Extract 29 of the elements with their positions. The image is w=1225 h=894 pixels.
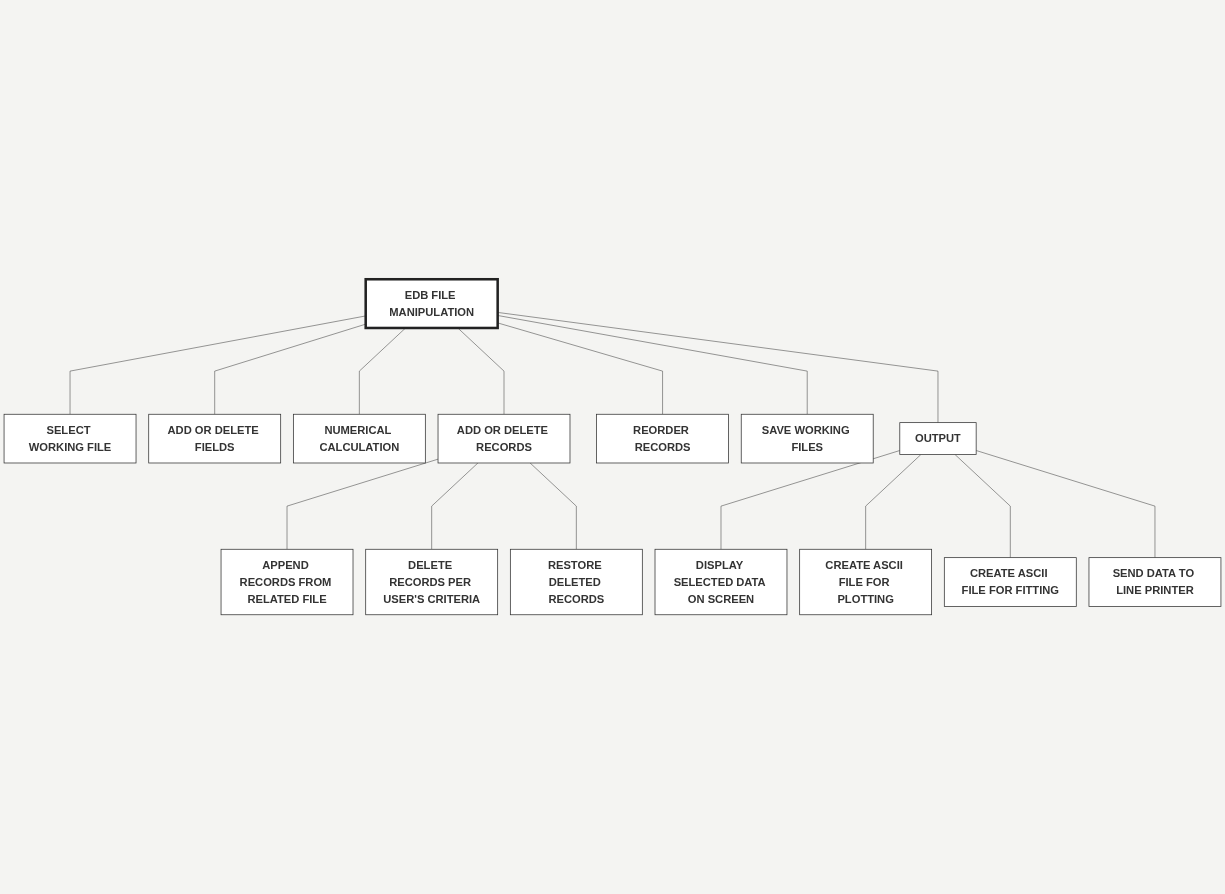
node-box: SEND DATA TO LINE PRINTER bbox=[1088, 557, 1222, 607]
node-box: EDB FILE MANIPULATION bbox=[364, 278, 499, 330]
node-box: NUMERICAL CALCULATION bbox=[293, 413, 426, 464]
node-box: OUTPUT bbox=[899, 422, 977, 455]
node-box: CREATE ASCII FILE FOR PLOTTING bbox=[799, 548, 932, 616]
connector bbox=[865, 454, 922, 550]
node-box: SAVE WORKING FILES bbox=[740, 413, 874, 464]
node-box: ADD OR DELETE RECORDS bbox=[437, 413, 571, 464]
node-box: DISPLAY SELECTED DATA ON SCREEN bbox=[654, 548, 788, 616]
connector bbox=[497, 322, 663, 415]
node-box: SELECT WORKING FILE bbox=[3, 413, 137, 464]
connector bbox=[457, 327, 505, 415]
node-box: ADD OR DELETE FIELDS bbox=[148, 413, 282, 464]
connector bbox=[975, 450, 1156, 558]
connector bbox=[497, 312, 939, 423]
node-box: REORDER RECORDS bbox=[596, 413, 729, 464]
connector bbox=[359, 327, 406, 415]
node-box: APPEND RECORDS FROM RELATED FILE bbox=[220, 548, 354, 616]
connector bbox=[954, 454, 1011, 558]
connector bbox=[497, 315, 808, 415]
connector bbox=[214, 323, 366, 415]
connector bbox=[431, 462, 479, 550]
connector bbox=[286, 458, 439, 550]
connector bbox=[529, 462, 577, 550]
connector bbox=[69, 315, 366, 415]
connector bbox=[720, 450, 901, 550]
node-box: CREATE ASCII FILE FOR FITTING bbox=[943, 557, 1077, 607]
node-box: DELETE RECORDS PER USER'S CRITERIA bbox=[365, 548, 499, 616]
node-box: RESTORE DELETED RECORDS bbox=[509, 548, 643, 616]
